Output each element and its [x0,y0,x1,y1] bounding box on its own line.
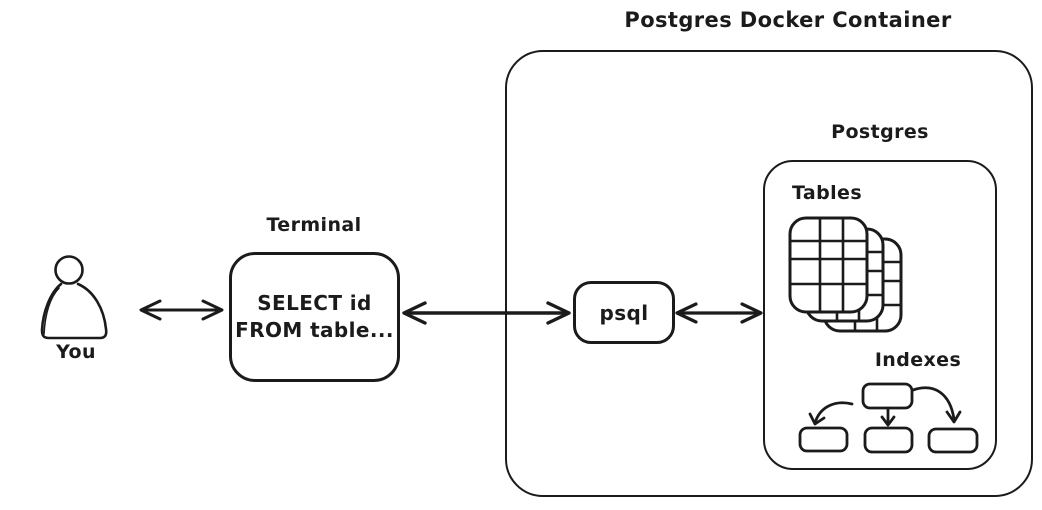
psql-postgres-arrow [675,302,763,324]
actor-label: You [56,341,96,363]
terminal-query-line-2: FROM table... [235,318,394,342]
index-node-root [861,382,914,410]
psql-box: psql [573,281,675,344]
psql-label: psql [599,300,649,325]
terminal-label: Terminal [266,214,362,236]
you-terminal-arrow [139,299,224,321]
index-node-right [927,427,979,454]
index-tree-icon [798,382,979,454]
index-node-left [798,426,849,453]
terminal-query-line-1: SELECT id [257,291,372,315]
docker-container-title: Postgres Docker Container [624,8,952,32]
index-node-middle [863,426,914,454]
indexes-label: Indexes [874,349,962,371]
terminal-box: SELECT id FROM table... [229,252,400,382]
person-icon [40,255,108,340]
stacked-tables-icon [788,216,903,333]
tables-label: Tables [792,182,863,204]
postgres-label: Postgres [831,121,929,143]
terminal-psql-arrow [402,301,571,325]
